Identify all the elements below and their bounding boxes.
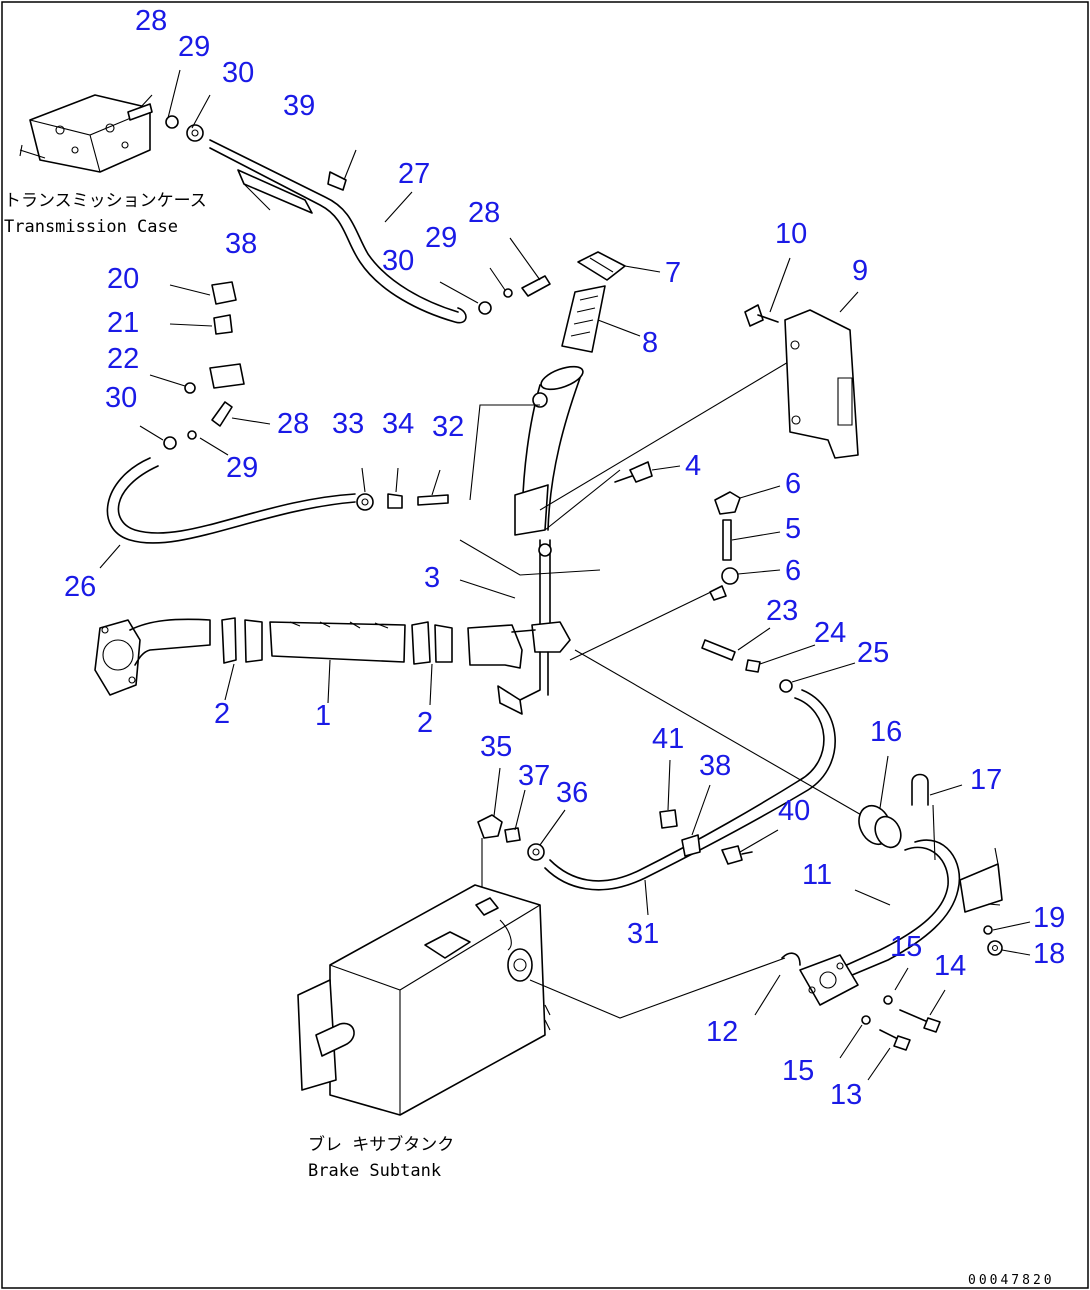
callout-30-a: 30	[222, 57, 254, 89]
callout-21: 21	[107, 307, 139, 339]
caption-transmission-case-en: Transmission Case	[4, 217, 178, 237]
callout-8: 8	[642, 327, 658, 359]
callout-31: 31	[627, 918, 659, 950]
fittings-23-24-25	[701, 627, 856, 693]
callout-39: 39	[283, 90, 315, 122]
flange-12	[754, 952, 859, 1016]
elbow-6-lower	[709, 567, 781, 601]
pipe-5	[722, 519, 781, 561]
callout-11: 11	[802, 859, 832, 891]
callout-28-a: 28	[135, 5, 167, 37]
callout-29-a: 29	[178, 31, 210, 63]
callout-9: 9	[852, 255, 868, 287]
callout-2-a: 2	[214, 698, 230, 730]
fittings-left-group	[139, 281, 271, 456]
callout-12: 12	[706, 1016, 738, 1048]
callout-16: 16	[870, 716, 902, 748]
bracket-9	[784, 291, 859, 459]
callout-17: 17	[970, 764, 1002, 796]
callout-14: 14	[934, 950, 966, 982]
transmission-case	[19, 94, 151, 173]
fittings-35-37-36	[477, 767, 566, 900]
callout-22: 22	[107, 343, 139, 375]
callout-13: 13	[830, 1079, 862, 1111]
callout-24: 24	[814, 617, 846, 649]
callout-6-b: 6	[785, 555, 801, 587]
callout-35: 35	[480, 731, 512, 763]
callout-28-c: 28	[277, 408, 309, 440]
callout-37: 37	[518, 760, 550, 792]
caption-brake-subtank-en: Brake Subtank	[308, 1161, 441, 1181]
callout-41: 41	[652, 723, 684, 755]
callout-10: 10	[775, 218, 807, 250]
callout-3: 3	[424, 562, 440, 594]
filler-tube-3	[459, 365, 584, 715]
strainer-8	[561, 285, 641, 353]
pipe-27	[209, 139, 467, 324]
callout-30-c: 30	[105, 382, 137, 414]
callout-28-b: 28	[468, 197, 500, 229]
caption-transmission-case-jp: トランスミッションケース	[4, 191, 207, 211]
callout-6-a: 6	[785, 468, 801, 500]
callout-40: 40	[778, 795, 810, 827]
callout-19: 19	[1033, 902, 1065, 934]
caption-brake-subtank-jp: ブレ キサブタンク	[308, 1134, 454, 1155]
fitting-16	[858, 755, 902, 849]
hose-1	[269, 621, 406, 704]
fittings-top-left	[127, 69, 211, 142]
callout-15-b: 15	[782, 1055, 814, 1087]
leader-lines	[459, 354, 871, 821]
doc-number: 00047820	[968, 1273, 1055, 1288]
callout-29-c: 29	[226, 452, 258, 484]
callout-4: 4	[685, 450, 701, 482]
callout-1: 1	[315, 700, 331, 732]
callout-20: 20	[107, 263, 139, 295]
callout-27: 27	[398, 158, 430, 190]
callout-33: 33	[332, 408, 364, 440]
fittings-33-34-32	[356, 467, 449, 511]
bolt-4	[614, 461, 681, 483]
callout-26: 26	[64, 571, 96, 603]
pipe-11	[839, 839, 1031, 979]
callout-5: 5	[785, 513, 801, 545]
filler-cap-7	[577, 251, 661, 281]
elbow-pipe-right	[467, 624, 536, 669]
u-bolt-17	[911, 773, 963, 861]
clamp-2-right	[411, 621, 453, 706]
callout-2-b: 2	[417, 707, 433, 739]
callout-32: 32	[432, 411, 464, 443]
callout-36: 36	[556, 777, 588, 809]
callout-34: 34	[382, 408, 414, 440]
callout-15-a: 15	[890, 931, 922, 963]
elbow-6-upper	[714, 485, 781, 515]
callout-18: 18	[1033, 938, 1065, 970]
hose-31	[544, 689, 836, 916]
callout-29-b: 29	[425, 222, 457, 254]
callout-38-a: 38	[225, 228, 257, 260]
callout-7: 7	[665, 257, 681, 289]
elbow-pipe-left	[94, 618, 211, 696]
hose-26	[99, 457, 356, 569]
callout-23: 23	[766, 595, 798, 627]
fittings-middle	[439, 237, 551, 315]
callout-labels: 28 29 30 39 27 38 28 29 30 7 8 10 9 20 2…	[64, 5, 1065, 1111]
brake-subtank	[297, 884, 786, 1116]
callout-38-b: 38	[699, 750, 731, 782]
bolt-10	[744, 257, 791, 327]
bolts-13-14-15	[839, 967, 946, 1081]
clamp-2-left	[221, 617, 263, 701]
callout-30-b: 30	[382, 245, 414, 277]
fittings-41-38-40	[659, 759, 779, 865]
callout-25: 25	[857, 637, 889, 669]
